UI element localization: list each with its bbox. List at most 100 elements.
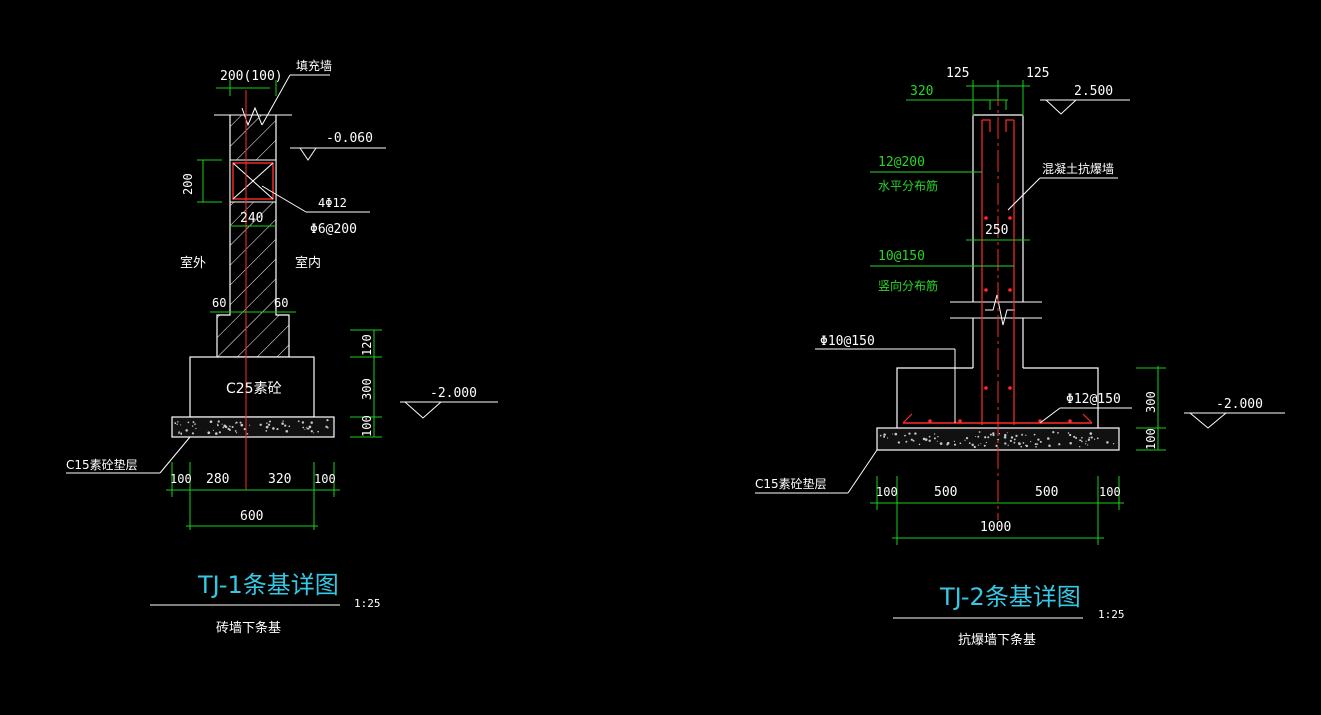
aggregate-speckle	[268, 420, 272, 423]
aggregate-speckle	[217, 424, 219, 427]
aggregate-speckle	[304, 428, 306, 430]
aggregate-speckle	[883, 435, 886, 438]
tj1-dim-total: 600	[240, 509, 263, 524]
aggregate-speckle	[894, 432, 898, 436]
rebar-section-dot	[928, 419, 932, 423]
aggregate-speckle	[243, 427, 246, 431]
tj2-wall-label: 混凝土抗爆墙	[1042, 161, 1114, 176]
rebar-section-dot	[1008, 288, 1012, 292]
aggregate-speckle	[313, 432, 315, 434]
tj1-dim-b-100a: 100	[170, 472, 192, 486]
tj2-dim-total: 1000	[980, 520, 1011, 535]
aggregate-speckle	[195, 427, 197, 430]
aggregate-speckle	[1075, 436, 1078, 440]
aggregate-speckle	[227, 427, 230, 431]
aggregate-speckle	[1088, 437, 1091, 439]
aggregate-speckle	[905, 440, 908, 443]
tj2-rebar-dots	[928, 216, 1072, 423]
tj1-elev-bottom: -2.000	[430, 386, 477, 401]
tj2-pad-label: C15素砼垫层	[755, 476, 827, 491]
aggregate-speckle	[301, 421, 305, 424]
aggregate-speckle	[284, 424, 287, 427]
aggregate-speckle	[222, 426, 225, 429]
aggregate-speckle	[924, 438, 928, 441]
aggregate-speckle	[1004, 433, 1007, 437]
aggregate-speckle	[1047, 437, 1050, 440]
aggregate-speckle	[297, 420, 300, 423]
tj1-dim-h-300: 300	[360, 378, 374, 400]
tj1-dim-b-100b: 100	[314, 472, 336, 486]
tj2-break-mark	[985, 294, 1015, 326]
aggregate-speckle	[965, 437, 969, 440]
tj2-dim-b-100a: 100	[876, 485, 898, 499]
aggregate-speckle	[933, 433, 936, 435]
tj2-footing-bars-1: Φ10@150	[820, 334, 875, 349]
tj1-subtitle: 砖墙下条基	[216, 620, 281, 636]
aggregate-speckle	[217, 423, 219, 425]
tj1-elev-top: -0.060	[326, 131, 373, 146]
tj2-title: TJ-2条基详图	[939, 583, 1081, 611]
aggregate-speckle	[267, 423, 271, 426]
aggregate-speckle	[1085, 440, 1087, 442]
tj2-dim-top-125b: 125	[1026, 66, 1049, 81]
aggregate-speckle	[177, 421, 179, 423]
aggregate-speckle	[1018, 442, 1021, 446]
aggregate-speckle	[180, 424, 182, 426]
aggregate-speckle	[1093, 438, 1096, 440]
aggregate-speckle	[968, 442, 971, 444]
rebar-section-dot	[984, 386, 988, 390]
aggregate-speckle	[272, 427, 275, 430]
aggregate-speckle	[908, 432, 911, 435]
aggregate-speckle	[180, 432, 183, 435]
aggregate-speckle	[904, 434, 906, 437]
aggregate-speckle	[229, 425, 231, 428]
tj2-footing-bars-2: Φ12@150	[1066, 392, 1121, 407]
aggregate-speckle	[975, 436, 976, 437]
aggregate-speckle	[928, 435, 931, 438]
tj1-dim-h-120: 120	[360, 334, 374, 356]
tj1-callout-top: 200(100)	[220, 69, 283, 84]
aggregate-speckle	[282, 420, 284, 422]
tj2-elev-top: 2.500	[1074, 84, 1113, 99]
aggregate-speckle	[187, 421, 190, 424]
aggregate-speckle	[953, 443, 957, 446]
aggregate-speckle	[218, 431, 221, 434]
aggregate-speckle	[212, 429, 214, 431]
aggregate-speckle	[1069, 442, 1072, 445]
tj1-concrete-block	[189, 356, 315, 418]
aggregate-speckle	[249, 424, 251, 426]
aggregate-speckle	[235, 432, 238, 434]
tj1-pad-aggregate	[174, 418, 329, 435]
aggregate-speckle	[1057, 432, 1059, 434]
aggregate-speckle	[235, 422, 237, 424]
tj2-subtitle: 抗爆墙下条基	[958, 632, 1036, 648]
aggregate-speckle	[1112, 443, 1115, 445]
aggregate-speckle	[1087, 444, 1089, 446]
aggregate-speckle	[973, 445, 976, 449]
aggregate-speckle	[1058, 443, 1061, 446]
aggregate-speckle	[1034, 443, 1037, 446]
aggregate-speckle	[1081, 440, 1083, 443]
aggregate-speckle	[223, 424, 227, 428]
aggregate-speckle	[285, 429, 289, 433]
aggregate-speckle	[306, 426, 308, 428]
aggregate-speckle	[191, 432, 194, 435]
aggregate-speckle	[1022, 442, 1025, 444]
tj1-step-left: 60	[212, 296, 226, 310]
tj1-pad	[171, 416, 335, 438]
aggregate-speckle	[953, 440, 956, 443]
aggregate-speckle	[964, 439, 966, 441]
tj1-elev-top-marker	[299, 147, 317, 161]
aggregate-speckle	[185, 429, 188, 432]
aggregate-speckle	[174, 422, 177, 425]
tj2-dim-h-300: 300	[1144, 391, 1158, 413]
aggregate-speckle	[959, 442, 962, 445]
aggregate-speckle	[984, 436, 987, 439]
aggregate-speckle	[887, 437, 889, 439]
aggregate-speckle	[992, 432, 995, 435]
aggregate-speckle	[1015, 434, 1018, 438]
aggregate-speckle	[221, 423, 223, 425]
tj2-horiz-bars: 12@200	[878, 155, 925, 170]
tj2-scale: 1:25	[1098, 608, 1125, 621]
aggregate-speckle	[1004, 436, 1006, 438]
